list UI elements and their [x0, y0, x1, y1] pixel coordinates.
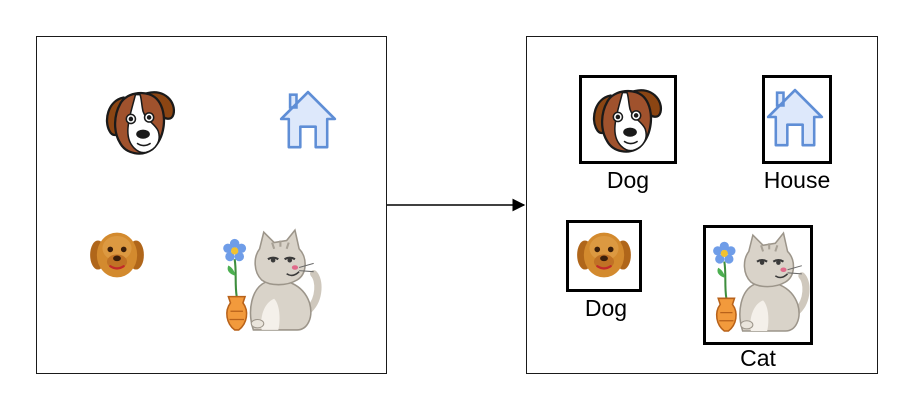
detection-box-dog-2: [566, 220, 642, 292]
detection-box-house: [762, 75, 832, 164]
detection-label-dog-1: Dog: [606, 167, 650, 193]
detection-label-cat: Cat: [740, 345, 776, 371]
detection-label-house: House: [763, 167, 831, 193]
plush-dog-icon: [88, 231, 146, 279]
input-image-panel: [36, 36, 387, 374]
detection-box-dog-1: [579, 75, 677, 164]
cat-with-flower-icon: [223, 230, 318, 330]
dog-face-icon: [105, 90, 176, 155]
detection-label-dog-2: Dog: [584, 295, 628, 321]
house-icon: [279, 90, 337, 149]
detection-box-cat: [703, 225, 813, 345]
output-detections-panel: [526, 36, 878, 374]
